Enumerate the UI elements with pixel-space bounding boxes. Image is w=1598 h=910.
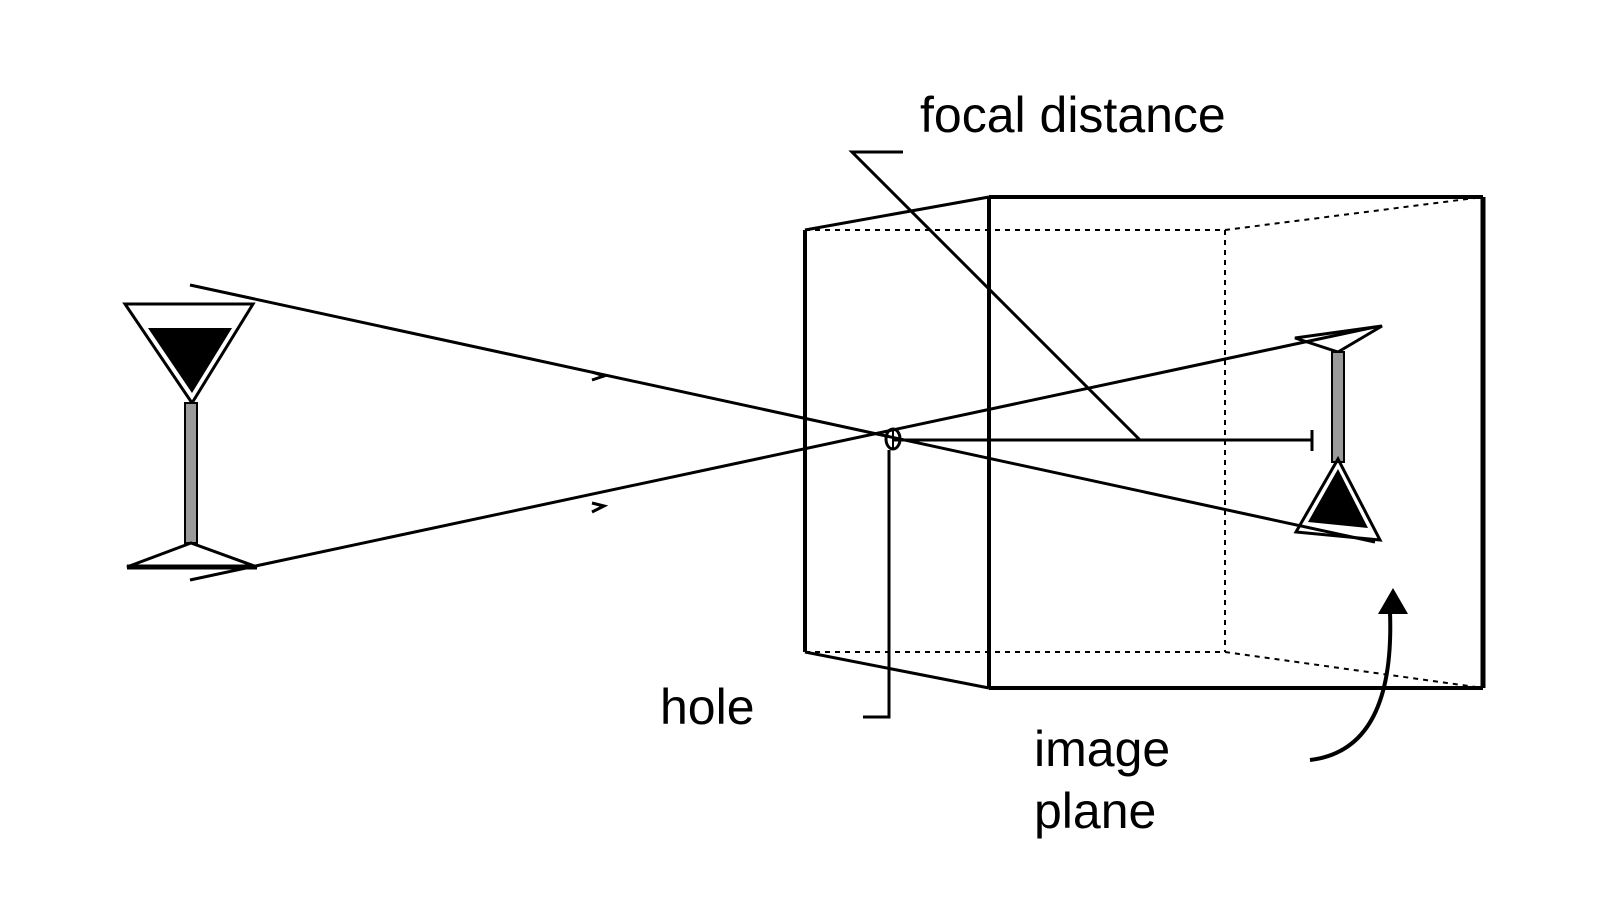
inverted-glass-stem <box>1331 351 1345 463</box>
object-glass-stem <box>184 402 198 544</box>
image-plane-arrow-shaft <box>1309 611 1393 762</box>
image-plane-label: image plane <box>1034 718 1170 842</box>
ray-top-to-bottom <box>189 283 1376 544</box>
hole-label: hole <box>660 679 755 735</box>
image-plane-arrowhead <box>1378 588 1408 614</box>
image-plane-label-line2: plane <box>1034 783 1157 839</box>
inverted-glass-bowl <box>1293 455 1383 542</box>
image-plane-label-line1: image <box>1034 721 1171 777</box>
hole-leader <box>863 450 891 719</box>
image-plane-arrow <box>1309 588 1408 762</box>
focal-distance-indicator <box>848 150 1314 451</box>
camera-hidden-edges <box>805 196 1484 689</box>
inverted-glass-liquid <box>1308 469 1368 528</box>
hidden-edge-top-depth <box>1224 196 1484 231</box>
ray-bottom-to-top <box>189 325 1376 582</box>
focal-distance-label: focal distance <box>920 87 1226 143</box>
ray-arrow-upper <box>591 370 609 382</box>
hidden-edge-bottom-depth <box>1224 651 1484 689</box>
ray-arrow-lower <box>591 501 609 514</box>
focal-distance-leader <box>848 150 1142 442</box>
camera-box <box>803 195 1486 690</box>
light-rays <box>189 283 1376 582</box>
camera-edge-bottom-left <box>804 650 990 690</box>
object-glass-liquid <box>148 328 232 393</box>
camera-edge-top-left <box>804 195 990 232</box>
inverted-glass-base <box>1294 324 1383 354</box>
object-glass-bowl <box>122 302 256 406</box>
object-glass-base <box>126 541 258 569</box>
inverted-image-glass <box>1293 324 1383 542</box>
object-glass <box>122 302 258 570</box>
